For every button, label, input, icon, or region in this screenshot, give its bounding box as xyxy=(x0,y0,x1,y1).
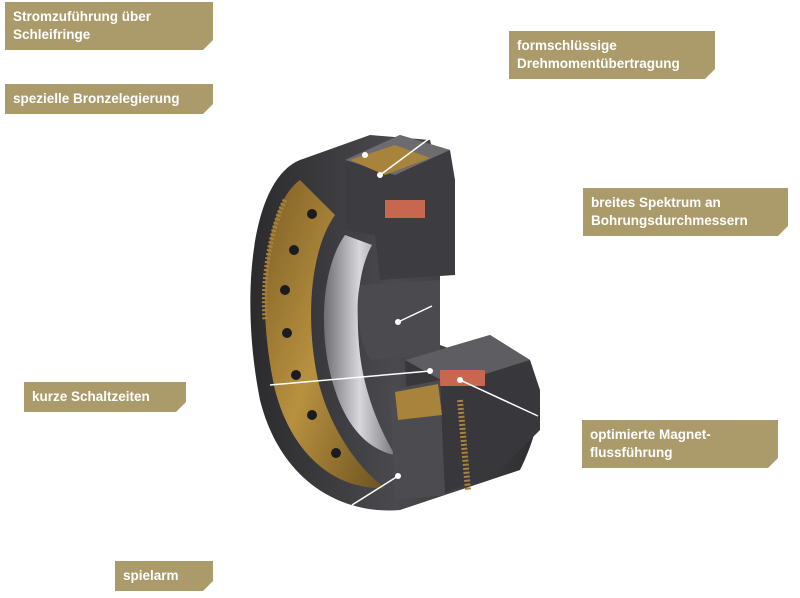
label-schaltzeiten: kurze Schaltzeiten xyxy=(24,382,186,412)
label-bronze-text: spezielle Bronzelegierung xyxy=(13,91,180,106)
label-spielarm: spielarm xyxy=(115,561,213,591)
label-formschluessig-line2: Drehmomentübertragung xyxy=(517,56,680,71)
label-magnet-line2: flussführung xyxy=(590,445,673,460)
label-bronze: spezielle Bronzelegierung xyxy=(5,84,213,114)
label-schaltzeiten-text: kurze Schaltzeiten xyxy=(32,389,150,404)
label-stromzufuhrung: Stromzuführung über Schleifringe xyxy=(5,2,213,50)
top-copper-coil xyxy=(385,200,425,218)
label-bohrung-line1: breites Spektrum an xyxy=(591,195,721,210)
label-spielarm-text: spielarm xyxy=(123,568,179,583)
bottom-copper-coil xyxy=(440,370,485,386)
label-formschluessig-line1: formschlüssige xyxy=(517,38,617,53)
label-stromzufuhrung-line2: Schleifringe xyxy=(13,27,91,42)
steel-bore xyxy=(323,235,395,455)
label-formschluessig: formschlüssige Drehmomentübertragung xyxy=(509,31,715,79)
label-magnet: optimierte Magnet- flussführung xyxy=(582,420,778,468)
label-stromzufuhrung-line1: Stromzuführung über xyxy=(13,9,151,24)
label-bohrung-line2: Bohrungsdurchmessern xyxy=(591,213,748,228)
bronze-ring xyxy=(264,180,385,489)
label-bohrung: breites Spektrum an Bohrungsdurchmessern xyxy=(583,188,788,236)
label-magnet-line1: optimierte Magnet- xyxy=(590,427,711,442)
